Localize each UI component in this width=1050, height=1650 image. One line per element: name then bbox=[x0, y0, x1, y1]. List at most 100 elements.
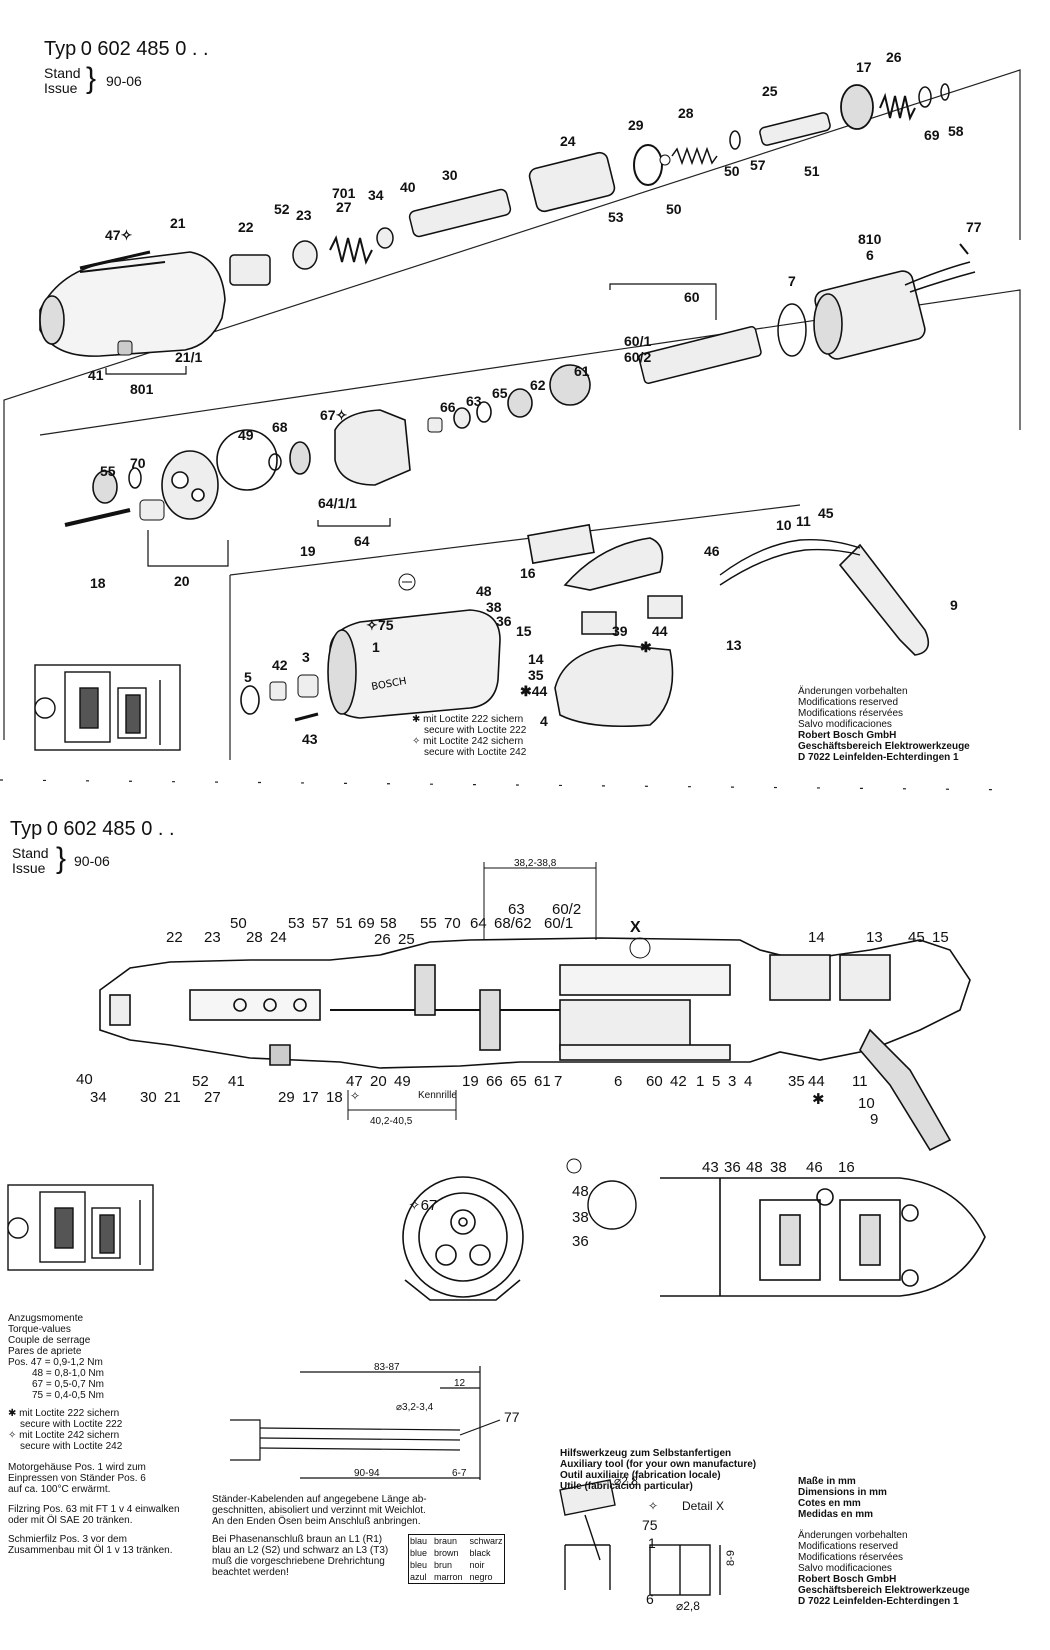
part-label: 60 bbox=[684, 289, 700, 305]
part-label: 50 bbox=[230, 915, 247, 932]
part-label: 63 bbox=[466, 393, 482, 409]
note-line: Filzring Pos. 63 mit FT 1 v 4 einwalken bbox=[8, 1504, 180, 1515]
company-line: D 7022 Leinfelden-Echterdingen 1 bbox=[798, 752, 959, 763]
torque-line: Torque-values bbox=[8, 1324, 71, 1335]
part-label: 63 bbox=[508, 901, 525, 918]
note-line: oder mit Öl SAE 20 tränken. bbox=[8, 1515, 133, 1526]
part-label: 10 bbox=[858, 1095, 875, 1112]
part-label: 49 bbox=[238, 427, 254, 443]
note-line: Motorgehäuse Pos. 1 wird zum bbox=[8, 1462, 146, 1473]
note-line: beachtet werden! bbox=[212, 1567, 289, 1578]
part-label: 34 bbox=[368, 187, 384, 203]
part-label: 46 bbox=[704, 543, 720, 559]
part-label: 13 bbox=[726, 637, 742, 653]
cable-dim: 83-87 bbox=[374, 1362, 400, 1373]
loctite-note: ✧ mit Loctite 242 sichern bbox=[412, 736, 524, 747]
torque-line: Anzugsmomente bbox=[8, 1313, 84, 1324]
stand-label: Stand bbox=[12, 845, 49, 861]
gear-housing-21 bbox=[39, 251, 226, 357]
part-label: 66 bbox=[440, 399, 456, 415]
aux-dim: ⌀2,8 bbox=[676, 1599, 700, 1613]
part-label: 10 bbox=[776, 517, 792, 533]
note-line: Bei Phasenanschluß braun an L1 (R1) bbox=[212, 1534, 383, 1545]
part-label: 3 bbox=[728, 1073, 736, 1090]
top-view bbox=[660, 1177, 986, 1297]
felt-note-2: Schmierfilz Pos. 3 vor dem Zusammenbau m… bbox=[8, 1534, 173, 1556]
version: 90-06 bbox=[74, 853, 110, 869]
loctite-note: secure with Loctite 222 bbox=[424, 725, 527, 736]
part-label: 68 bbox=[272, 419, 288, 435]
part-label: 57 bbox=[750, 157, 766, 173]
typ-label: Typ bbox=[10, 818, 43, 840]
part-label: 38 bbox=[770, 1159, 787, 1176]
issue-label: Issue bbox=[44, 80, 78, 96]
part-label: 61 bbox=[574, 363, 590, 379]
aux-tool-drawing bbox=[559, 1479, 721, 1596]
part-label: 60 bbox=[646, 1073, 663, 1090]
part-label: 28 bbox=[678, 105, 694, 121]
torque-line: Couple de serrage bbox=[8, 1335, 91, 1346]
note-line: Zusammenbau mit Öl 1 v 13 tränken. bbox=[8, 1545, 173, 1556]
typ-number: 0 602 485 0 . . bbox=[80, 38, 209, 60]
part-label: 36 bbox=[496, 613, 512, 629]
stand-issue: Stand Issue bbox=[44, 66, 81, 96]
part-label: 5 bbox=[712, 1073, 720, 1090]
brace: } bbox=[56, 842, 67, 875]
part-label: 40 bbox=[400, 179, 416, 195]
color-cell: marron bbox=[434, 1572, 463, 1582]
part-label: 58 bbox=[380, 915, 397, 932]
part-label: 44 bbox=[808, 1073, 825, 1090]
part-label: 43 bbox=[302, 731, 318, 747]
part-label: 27 bbox=[204, 1089, 221, 1106]
part-label: ✧ bbox=[350, 1089, 360, 1103]
mods-line: Salvo modificaciones bbox=[798, 1563, 892, 1574]
company-line: Robert Bosch GmbH bbox=[798, 730, 897, 741]
part-label: 55 bbox=[100, 463, 116, 479]
part-label: 801 bbox=[130, 381, 154, 397]
part-label: 60/2 bbox=[624, 349, 651, 365]
torque-line: Pares de apriete bbox=[8, 1346, 82, 1357]
typ-number: 0 602 485 0 . . bbox=[46, 818, 175, 840]
color-cell: black bbox=[469, 1548, 491, 1558]
part-label: 70 bbox=[130, 455, 146, 471]
cable-dim: 12 bbox=[454, 1378, 466, 1389]
part-label: 701 bbox=[332, 185, 356, 201]
color-cell: schwarz bbox=[469, 1536, 503, 1546]
note-line: geschnitten, abisoliert und verzinnt mit… bbox=[212, 1505, 426, 1516]
part-label: 4 bbox=[540, 713, 548, 729]
note-line: blau an L2 (S2) und schwarz an L3 (T3) bbox=[212, 1545, 389, 1556]
part-label: 41 bbox=[88, 367, 104, 383]
units-line: Dimensions in mm bbox=[798, 1487, 887, 1498]
front-view bbox=[402, 1176, 524, 1301]
part-label: 35 bbox=[528, 667, 544, 683]
part-label: 36 bbox=[724, 1159, 741, 1176]
part-label: 42 bbox=[272, 657, 288, 673]
typ-label: Typ bbox=[44, 38, 77, 60]
part-label: 68/62 bbox=[494, 915, 532, 932]
part-label: 48 bbox=[572, 1183, 589, 1200]
part-label: 13 bbox=[866, 929, 883, 946]
mods-line: Änderungen vorbehalten bbox=[798, 686, 908, 697]
part-label: 22 bbox=[238, 219, 254, 235]
part-label: 41 bbox=[228, 1073, 245, 1090]
part-label: 14 bbox=[808, 929, 825, 946]
part-label: 9 bbox=[950, 597, 958, 613]
part-label: 24 bbox=[560, 133, 576, 149]
part-label: ✧ bbox=[366, 617, 378, 633]
torque-line: 67 = 0,5-0,7 Nm bbox=[32, 1379, 104, 1390]
part-label: 27 bbox=[336, 199, 352, 215]
phase-note: Bei Phasenanschluß braun an L1 (R1) blau… bbox=[212, 1534, 388, 1578]
stand-label: Stand bbox=[44, 65, 81, 81]
part-label: 25 bbox=[762, 83, 778, 99]
part-label: 50 bbox=[724, 163, 740, 179]
loctite-note: ✱ mit Loctite 222 sichern bbox=[412, 714, 524, 725]
part-label: 48 bbox=[476, 583, 492, 599]
color-cell: noir bbox=[469, 1560, 485, 1570]
color-cell: braun bbox=[434, 1536, 458, 1546]
company-line: Robert Bosch GmbH bbox=[798, 1574, 897, 1585]
part-label: 40 bbox=[76, 1071, 93, 1088]
note-line: muß die vorgeschriebene Drehrichtung bbox=[212, 1556, 385, 1567]
part-label: ✱ bbox=[640, 639, 652, 655]
part-label: 44 bbox=[652, 623, 668, 639]
mods-line: Modifications reserved bbox=[798, 1541, 899, 1552]
